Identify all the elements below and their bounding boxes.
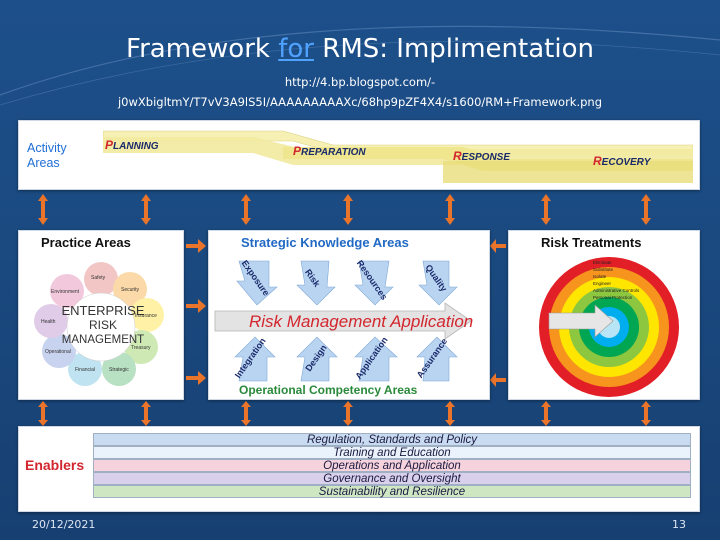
risk-management-application-banner: Risk Management Application [249, 312, 474, 331]
operational-competency-title: Operational Competency Areas [239, 383, 418, 397]
practice-areas-panel: Practice Areas Safety Security Insurance… [18, 230, 184, 400]
strategic-arrows-graphic [214, 260, 472, 382]
horizontal-arrows-right [490, 239, 506, 387]
horizontal-arrows-left [186, 239, 206, 385]
phase-response: RESPONSE [453, 149, 511, 163]
practice-areas-title: Practice Areas [41, 235, 131, 250]
erm-flower [34, 262, 164, 386]
strategic-knowledge-panel: Strategic Knowledge Areas Exposure Risk … [208, 230, 490, 400]
phase-preparation: PREPARATION [293, 144, 366, 158]
title-link[interactable]: for [278, 34, 314, 64]
enabler-row-regulation: Regulation, Standards and Policy [93, 433, 691, 446]
slide-date: 20/12/2021 [32, 518, 96, 531]
enablers-panel: Enablers Regulation, Standards and Polic… [18, 426, 700, 512]
strategic-knowledge-title: Strategic Knowledge Areas [241, 235, 409, 250]
vertical-arrows-bottom [38, 401, 651, 426]
erm-center-text: ENTERPRISE RISK MANAGEMENT [61, 303, 145, 346]
treatment-rings [539, 257, 679, 397]
risk-treatments-panel: Risk Treatments Eliminate Substitute Iso… [508, 230, 700, 400]
slide-page-number: 13 [672, 518, 686, 531]
activity-areas-panel: Activity Areas PLANNING PREPARATION RESP… [18, 120, 700, 190]
enabler-row-governance: Governance and Oversight [93, 472, 691, 485]
vertical-arrows-top [38, 194, 651, 225]
risk-treatments-title: Risk Treatments [541, 235, 642, 250]
source-url[interactable]: http://4.bp.blogspot.com/- j0wXbigltmY/T… [117, 75, 603, 109]
enabler-row-training: Training and Education [93, 446, 691, 459]
activity-phase-bands [103, 130, 693, 183]
phase-recovery: RECOVERY [593, 154, 651, 168]
enabler-row-sustainability: Sustainability and Resilience [93, 485, 691, 498]
slide-title: Framework for RMS: Implimentation [126, 34, 594, 64]
framework-diagram: Activity Areas PLANNING PREPARATION RESP… [18, 120, 700, 512]
enablers-label: Enablers [25, 457, 85, 473]
treatment-ring-labels: Eliminate Substitute Isolate Engineer Ad… [593, 260, 640, 300]
activity-areas-label: Activity Areas [27, 141, 67, 170]
phase-planning: PLANNING [105, 138, 159, 152]
enabler-row-operations: Operations and Application [93, 459, 691, 472]
erm-petal-labels: Safety Security Insurance Treasury Strat… [41, 275, 157, 373]
